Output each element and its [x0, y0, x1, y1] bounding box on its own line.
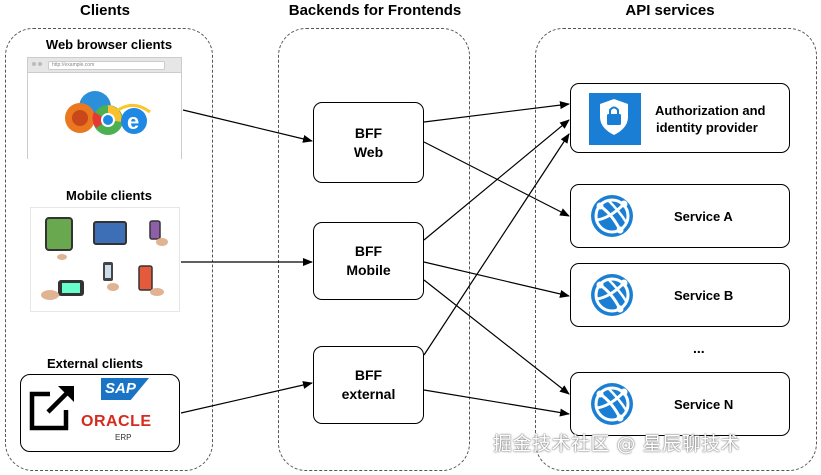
sap-logo-text: SAP	[105, 380, 136, 397]
service-n-label: Service N	[674, 397, 734, 412]
bff-web-line2: Web	[353, 143, 384, 160]
browser-illustration: http://example.com	[27, 57, 182, 160]
services-ellipsis: ...	[693, 340, 705, 356]
browser-logos-icon: e	[65, 91, 151, 135]
service-a-label: Service A	[674, 209, 733, 224]
bff-web-line1: BFF	[354, 124, 383, 141]
bff-external-line1: BFF	[354, 367, 383, 383]
api-column-title: API services	[625, 2, 715, 19]
external-clients-label: External clients	[46, 356, 144, 371]
external-link-icon	[29, 386, 74, 431]
erp-label: ERP	[115, 433, 132, 442]
watermark: 掘金技术社区 @ 星辰聊技术	[493, 433, 741, 455]
service-b-globe-icon	[589, 272, 635, 318]
auth-provider-node: Authorization and identity provider	[570, 83, 790, 153]
clients-column-title: Clients	[79, 2, 130, 19]
bff-mobile-line2: Mobile	[346, 262, 391, 278]
api-services-group	[535, 28, 817, 471]
bff-column-title: Backends for Frontends	[288, 2, 462, 19]
shield-glyph	[600, 99, 628, 135]
auth-label-line2: identity provider	[656, 120, 758, 135]
mobile-devices-icon	[41, 217, 168, 300]
mobile-clients-label: Mobile clients	[66, 188, 152, 203]
bff-mobile-node: BFF Mobile	[313, 222, 424, 300]
service-a-globe-icon	[589, 193, 635, 239]
bff-external-node: BFF external	[313, 346, 424, 424]
service-b-node: Service B	[570, 263, 790, 327]
service-b-label: Service B	[674, 288, 734, 303]
bff-group	[278, 28, 470, 471]
external-clients-box: SAP ORACLE ERP	[20, 374, 180, 452]
svg-text:e: e	[127, 109, 139, 134]
browser-url: http://example.com	[52, 62, 95, 68]
auth-label-line1: Authorization and	[655, 103, 766, 118]
connection-arrows	[180, 101, 570, 417]
bff-mobile-line1: BFF	[354, 243, 383, 259]
web-clients-label: Web browser clients	[45, 37, 173, 52]
bff-web-node: BFF Web	[313, 102, 424, 183]
oracle-logo: ORACLE	[81, 413, 152, 430]
bff-external-line2: external	[341, 386, 396, 402]
clients-group	[5, 28, 213, 471]
service-n-globe-icon	[589, 381, 635, 427]
